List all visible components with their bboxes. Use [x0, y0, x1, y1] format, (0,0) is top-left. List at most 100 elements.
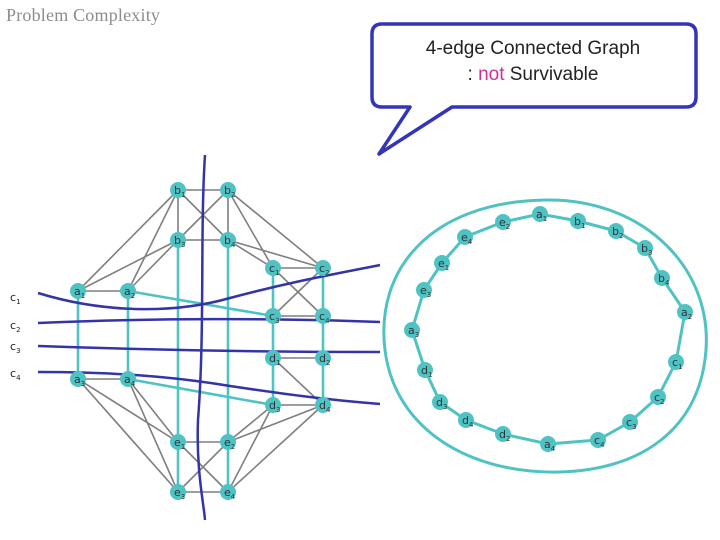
edge-b2-c1 — [227, 189, 274, 269]
edge-a3-e3 — [77, 378, 179, 493]
node-e3 — [170, 484, 186, 500]
node-d1 — [265, 350, 281, 366]
callout-prefix: : — [467, 64, 479, 85]
callout-line-2: : not Survivable — [380, 62, 686, 88]
ring-node-label-d3: d3 — [436, 396, 447, 411]
node-label-c3: c3 — [269, 310, 280, 325]
ring-node-label-b2: b2 — [612, 225, 623, 240]
node-c1 — [265, 260, 281, 276]
ring-node-a4 — [540, 436, 556, 452]
edge-b1-a1 — [77, 189, 179, 292]
ring-node-label-d1: d1 — [421, 364, 432, 379]
node-b1 — [170, 182, 186, 198]
edge-b4-c1 — [227, 239, 274, 269]
node-label-d1: d1 — [269, 352, 280, 367]
node-label-d4: d4 — [319, 399, 331, 414]
node-b4 — [220, 232, 236, 248]
ring-node-label-b4: b4 — [658, 272, 670, 287]
ring-node-label-e3: e3 — [420, 284, 431, 299]
cut-line-vertical — [196, 154, 207, 521]
ring-node-b1 — [570, 213, 586, 229]
ring-node-label-c2: c2 — [654, 391, 665, 406]
ring-node-e2 — [495, 214, 511, 230]
ring-node-label-a1: a1 — [536, 208, 547, 223]
node-b2 — [220, 182, 236, 198]
ring-node-d4 — [458, 412, 474, 428]
node-e1 — [170, 434, 186, 450]
callout-line-1: 4-edge Connected Graph — [425, 38, 641, 59]
callout-suffix: Survivable — [504, 64, 599, 85]
node-e2 — [220, 434, 236, 450]
ring-node-label-b3: b3 — [641, 242, 652, 257]
node-d2 — [315, 350, 331, 366]
cut-line-c3 — [37, 344, 381, 354]
node-a3 — [70, 371, 86, 387]
node-label-b1: b1 — [174, 184, 185, 199]
edge-d3-e2 — [227, 404, 274, 443]
callout-bubble — [370, 22, 698, 156]
node-label-e2: e2 — [224, 436, 235, 451]
cut-label-c2: c2 — [10, 319, 21, 334]
ring-node-label-c4: c4 — [594, 434, 605, 449]
cut-lines — [37, 154, 381, 521]
slide-title: Problem Complexity — [6, 5, 161, 25]
ring-node-label-d2: d2 — [499, 428, 510, 443]
ring-node-label-d4: d4 — [462, 414, 474, 429]
ring-node-e1 — [434, 255, 450, 271]
cut-line-c4 — [37, 370, 381, 406]
outer-ring-edge — [382, 198, 708, 474]
cut-line-c2 — [37, 317, 381, 325]
node-d3 — [265, 397, 281, 413]
node-label-e1: e1 — [174, 436, 185, 451]
cut-line-c1 — [37, 263, 381, 311]
ring-node-label-a2: a2 — [681, 306, 692, 321]
ring-node-c2 — [650, 389, 666, 405]
node-e4 — [220, 484, 236, 500]
edge-b3-a1 — [77, 239, 179, 292]
edge-a4-e1 — [127, 378, 179, 443]
cut-label-c4: c4 — [10, 367, 21, 382]
node-label-d3: d3 — [269, 399, 280, 414]
edge-e2-e3 — [177, 441, 229, 493]
ring-node-label-c3: c3 — [626, 416, 637, 431]
edge-d3-e4 — [227, 404, 274, 493]
node-d4 — [315, 397, 331, 413]
ring-node-c4 — [590, 432, 606, 448]
ring-node-d1 — [417, 362, 433, 378]
node-a2 — [120, 283, 136, 299]
ring-node-c1 — [668, 354, 684, 370]
ring-node-b3 — [637, 240, 653, 256]
edge-d4-e4 — [227, 404, 324, 493]
ring-node-a3 — [404, 322, 420, 338]
ring-node-d3 — [432, 394, 448, 410]
edge-b3-a2 — [127, 239, 179, 292]
edge-b1-a2 — [127, 189, 179, 292]
callout-text: 4-edge Connected Graph : not Survivable — [380, 36, 686, 88]
ring-node-a1 — [532, 206, 548, 222]
edge-b4-c2 — [227, 239, 324, 269]
edge-a4-e3 — [127, 378, 179, 493]
node-c4 — [315, 308, 331, 324]
node-a1 — [70, 283, 86, 299]
cut-label-c1: c1 — [10, 291, 21, 306]
ring-node-label-a4: a4 — [544, 438, 556, 453]
ring-node-label-e1: e1 — [438, 257, 449, 272]
node-c3 — [265, 308, 281, 324]
edge-b2-c2 — [227, 189, 324, 269]
node-label-a1: a1 — [74, 285, 85, 300]
node-label-c4: c4 — [319, 310, 330, 325]
node-label-a2: a2 — [124, 285, 135, 300]
ring-node-e4 — [457, 229, 473, 245]
ring-node-label-c1: c1 — [672, 356, 683, 371]
node-label-b3: b3 — [174, 234, 185, 249]
node-c2 — [315, 260, 331, 276]
node-b3 — [170, 232, 186, 248]
ring-node-label-e4: e4 — [461, 231, 473, 246]
ring-node-d2 — [495, 426, 511, 442]
ring-node-b4 — [654, 270, 670, 286]
node-label-c2: c2 — [319, 262, 330, 277]
